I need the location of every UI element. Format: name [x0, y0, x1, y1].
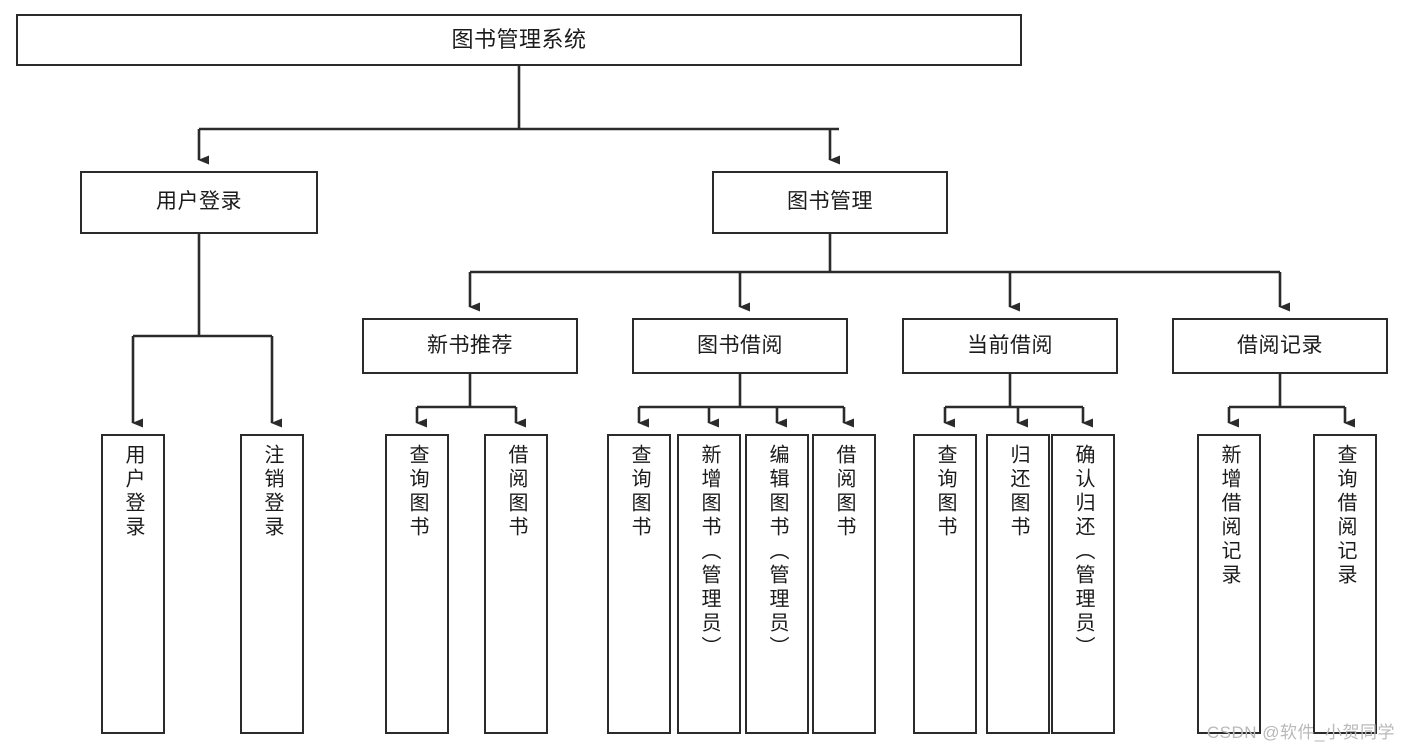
watermark-text: CSDN @软件_小贺同学	[1206, 723, 1395, 742]
node-borrow-record[interactable]: 借阅记录	[1172, 318, 1388, 374]
node-leaf-borrow-book-2-label: 借阅图书	[833, 444, 855, 540]
node-new-book-recommend-label: 新书推荐	[427, 333, 513, 357]
node-leaf-add-book-label: 新增图书（管理员）	[698, 444, 720, 660]
node-leaf-user-login-label: 用户登录	[122, 444, 144, 540]
node-leaf-return-book[interactable]: 归还图书	[986, 434, 1050, 734]
node-root[interactable]: 图书管理系统	[16, 14, 1022, 66]
node-leaf-add-record-label: 新增借阅记录	[1218, 444, 1240, 588]
node-leaf-query-book-2-label: 查询图书	[628, 444, 650, 540]
node-book-borrow-label: 图书借阅	[697, 333, 783, 357]
node-new-book-recommend[interactable]: 新书推荐	[362, 318, 578, 374]
node-book-manage[interactable]: 图书管理	[712, 171, 948, 234]
node-leaf-query-book-3[interactable]: 查询图书	[913, 434, 977, 734]
node-user-login-label: 用户登录	[156, 190, 242, 214]
node-root-label: 图书管理系统	[451, 27, 587, 53]
node-leaf-query-record[interactable]: 查询借阅记录	[1313, 434, 1377, 734]
node-leaf-add-record[interactable]: 新增借阅记录	[1197, 434, 1261, 734]
node-leaf-query-record-label: 查询借阅记录	[1334, 444, 1356, 588]
node-leaf-edit-book[interactable]: 编辑图书（管理员）	[745, 434, 809, 734]
node-leaf-query-book-2[interactable]: 查询图书	[607, 434, 671, 734]
node-leaf-user-login[interactable]: 用户登录	[101, 434, 165, 734]
node-leaf-borrow-book-1[interactable]: 借阅图书	[484, 434, 548, 734]
node-current-borrow-label: 当前借阅	[967, 333, 1053, 357]
node-leaf-borrow-book-1-label: 借阅图书	[505, 444, 527, 540]
node-leaf-query-book-1[interactable]: 查询图书	[385, 434, 449, 734]
node-leaf-logout[interactable]: 注销登录	[240, 434, 304, 734]
node-user-login[interactable]: 用户登录	[80, 171, 318, 234]
node-book-borrow[interactable]: 图书借阅	[632, 318, 848, 374]
node-borrow-record-label: 借阅记录	[1237, 333, 1323, 357]
node-leaf-confirm-return-label: 确认归还（管理员）	[1072, 444, 1094, 660]
node-current-borrow[interactable]: 当前借阅	[902, 318, 1118, 374]
node-leaf-borrow-book-2[interactable]: 借阅图书	[812, 434, 876, 734]
node-leaf-return-book-label: 归还图书	[1007, 444, 1029, 540]
node-leaf-query-book-3-label: 查询图书	[934, 444, 956, 540]
node-leaf-edit-book-label: 编辑图书（管理员）	[766, 444, 788, 660]
node-leaf-confirm-return[interactable]: 确认归还（管理员）	[1051, 434, 1115, 734]
node-book-manage-label: 图书管理	[787, 190, 873, 214]
node-leaf-query-book-1-label: 查询图书	[406, 444, 428, 540]
node-leaf-add-book[interactable]: 新增图书（管理员）	[677, 434, 741, 734]
node-leaf-logout-label: 注销登录	[261, 444, 283, 540]
